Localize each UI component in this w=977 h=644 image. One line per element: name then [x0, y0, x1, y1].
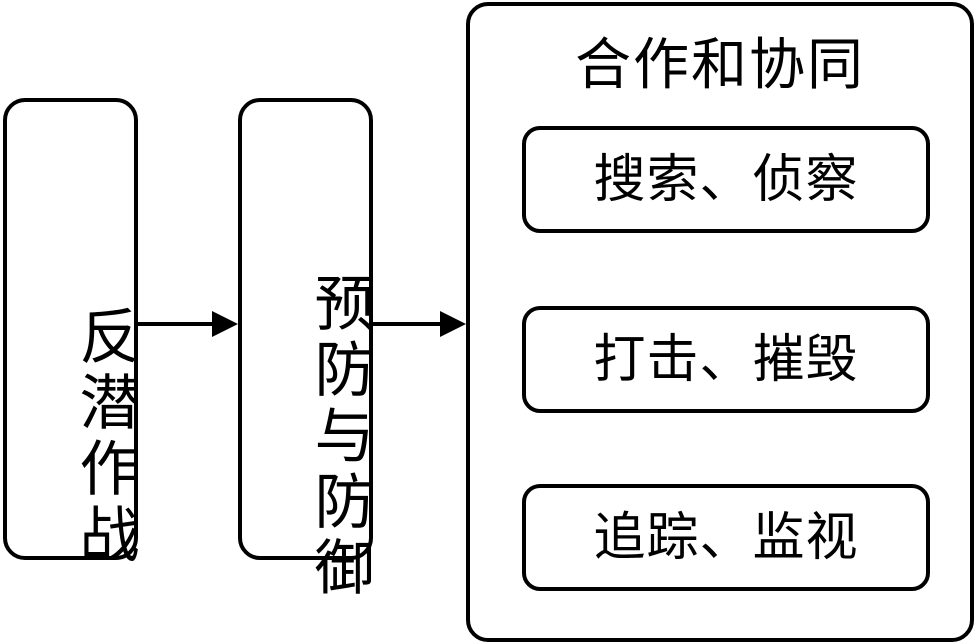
- anti-submarine-warfare-label: 反潜作战: [69, 305, 139, 569]
- task-search-reconnaissance: 搜索、侦察: [522, 126, 930, 233]
- arrow-middle-to-right: [373, 311, 466, 337]
- cooperation-coordination-box: 合作和协同 搜索、侦察 打击、摧毁 追踪、监视: [466, 2, 974, 642]
- anti-submarine-warfare-box: 反潜作战: [3, 98, 139, 569]
- prevention-defense-label: 预防与防御: [304, 272, 374, 602]
- task-track-monitor: 追踪、监视: [522, 484, 930, 591]
- prevention-defense-box: 预防与防御: [238, 98, 374, 602]
- task-strike-destroy: 打击、摧毁: [522, 306, 930, 413]
- cooperation-coordination-title: 合作和协同: [575, 33, 865, 98]
- arrow-left-to-middle: [138, 311, 238, 337]
